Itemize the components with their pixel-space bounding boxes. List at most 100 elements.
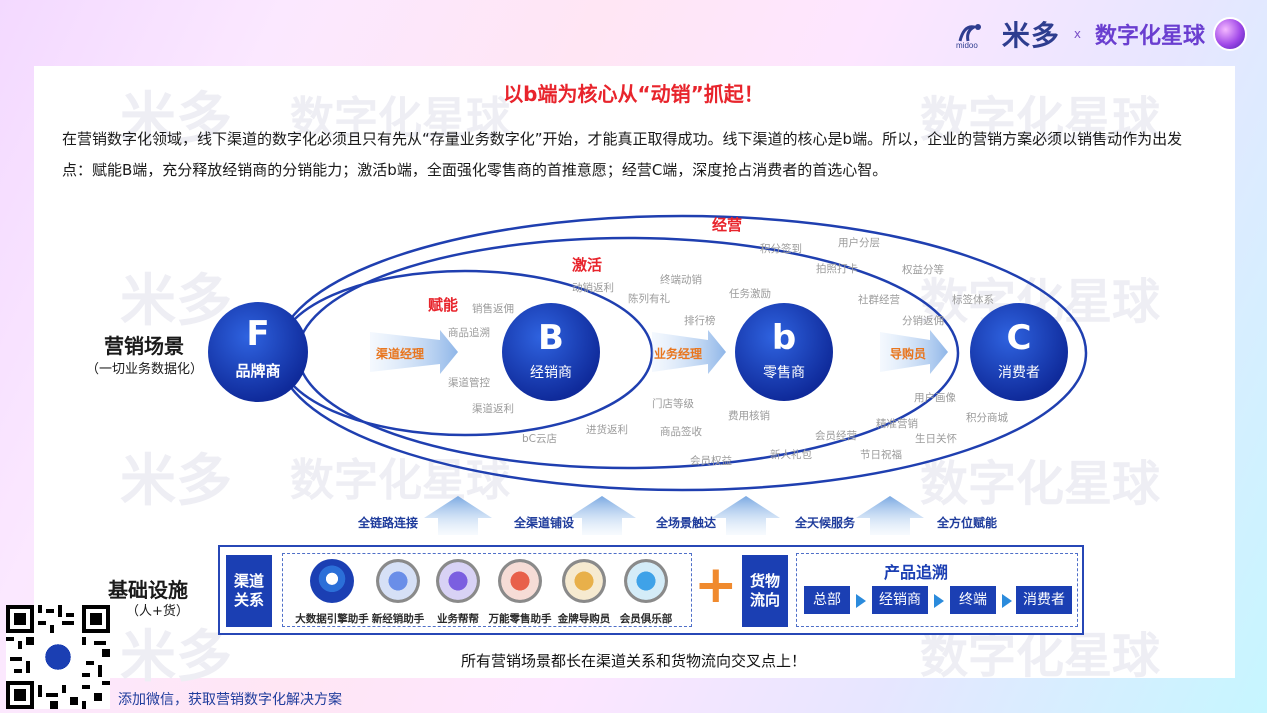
support-arrow (568, 496, 636, 535)
tag: 权益分等 (902, 264, 944, 276)
tag: 会员经营 (815, 430, 857, 442)
arrow-right-icon (934, 594, 944, 608)
watermark-partner: 数字化星球 (290, 455, 510, 506)
tag: 销售返佣 (472, 303, 514, 315)
infrastructure-panel: 渠道关系 大数据引擎助手 新经销助手 业务帮帮 万能零售助手 金牌导购员 会员俱… (218, 545, 1084, 635)
node-brand-circle (208, 302, 308, 402)
brand-header: midoo 米多 x 数字化星球 (954, 14, 1247, 54)
tag: 渠道管控 (448, 377, 490, 389)
app-retail-helper[interactable]: 万能零售助手 (489, 559, 552, 626)
tag: 终端动销 (660, 274, 702, 286)
tag: 积分签到 (760, 243, 802, 255)
watermark-brand: 米多 (120, 269, 232, 334)
watermark-partner: 数字化星球 (920, 92, 1161, 148)
app-label: 会员俱乐部 (619, 613, 673, 625)
brand-cross: x (1073, 27, 1081, 41)
trace-frame (796, 553, 1078, 627)
plus-icon: + (694, 555, 738, 615)
watermark-brand: 米多 (120, 449, 232, 514)
tag: 动销返利 (572, 282, 614, 294)
connector-channel-manager: 渠道经理 (376, 347, 425, 361)
scene-sublabel: （一切业务数据化） (86, 362, 204, 377)
app-member-club[interactable]: 会员俱乐部 (616, 559, 676, 626)
midoo-logo-icon: midoo (956, 24, 981, 49)
trace-step: 经销商 (872, 586, 928, 614)
partner-name: 数字化星球 (1094, 24, 1205, 49)
tag: 费用核销 (728, 410, 770, 422)
support-label: 全链路连接 (358, 516, 419, 530)
support-arrow (712, 496, 780, 535)
page-description: 在营销数字化领域，线下渠道的数字化必须且只有先从“存量业务数字化”开始，才能真正… (62, 130, 1183, 179)
trace-step: 总部 (804, 586, 850, 614)
arrow-right-icon (856, 594, 866, 608)
trace-step: 消费者 (1016, 586, 1072, 614)
planet-icon (1213, 17, 1247, 51)
arrow-bb-c (880, 330, 948, 374)
app-business-help[interactable]: 业务帮帮 (428, 559, 488, 626)
app-icon (376, 559, 420, 603)
tag: 任务激励 (729, 288, 771, 300)
app-icon (562, 559, 606, 603)
page-title: 以b端为核心从“动销”抓起！ (503, 82, 764, 106)
tag: 排行榜 (684, 315, 716, 327)
svg-text:midoo: midoo (956, 41, 978, 49)
tag: 会员权益 (690, 455, 732, 467)
tag: 陈列有礼 (628, 293, 670, 305)
watermark-brand: 米多 (120, 87, 232, 152)
app-label: 金牌导购员 (557, 613, 611, 625)
app-icon (624, 559, 668, 603)
arrow-right-icon (1002, 594, 1012, 608)
tag: 拍照打卡 (816, 263, 858, 275)
app-icon (498, 559, 542, 603)
node-retailer-name: 零售商 (763, 365, 805, 381)
node-distributor-letter: B (538, 318, 564, 358)
node-distributor-circle (502, 303, 600, 401)
trace-step: 终端 (950, 586, 996, 614)
app-label: 万能零售助手 (488, 613, 552, 625)
arrow-b-bb (652, 330, 726, 374)
tag: bC云店 (522, 433, 557, 445)
app-icon (310, 559, 354, 603)
qr-code-icon[interactable] (6, 605, 110, 709)
tag: 节日祝福 (860, 449, 902, 461)
node-distributor-name: 经销商 (530, 365, 572, 381)
bottom-note: 所有营销场景都长在渠道关系和货物流向交叉点上！ (460, 652, 806, 670)
apps-frame (282, 553, 692, 627)
app-new-distributor[interactable]: 新经销助手 (368, 559, 428, 626)
goods-flow-tag: 货物流向 (742, 555, 788, 627)
infra-label: 基础设施 (108, 578, 188, 602)
tag: 新人礼包 (770, 449, 812, 461)
watermark-partner: 数字化星球 (920, 628, 1161, 684)
support-label: 全渠道铺设 (514, 516, 575, 530)
tag: 渠道返利 (472, 403, 514, 415)
tag: 生日关怀 (915, 433, 957, 445)
arrow-f-b (370, 330, 458, 374)
tag: 商品签收 (660, 426, 702, 438)
tag: 用户画像 (914, 392, 956, 404)
support-label: 全天候服务 (795, 516, 856, 530)
app-label: 大数据引擎助手 (295, 613, 369, 625)
tag: 精准营销 (876, 418, 918, 430)
connector-business-manager: 业务经理 (654, 347, 703, 361)
node-brand-letter: F (246, 314, 270, 354)
app-label: 业务帮帮 (437, 613, 479, 625)
node-brand-name: 品牌商 (235, 362, 281, 380)
channel-relation-tag: 渠道关系 (226, 555, 272, 627)
ring-activate-label: 激活 (572, 256, 603, 274)
tag: 门店等级 (652, 398, 694, 410)
ring-operate-label: 经营 (712, 216, 743, 234)
node-consumer-circle (970, 303, 1068, 401)
node-consumer-name: 消费者 (998, 365, 1040, 381)
app-bigdata[interactable]: 大数据引擎助手 (295, 559, 369, 626)
tag: 积分商城 (966, 412, 1008, 424)
brand-name: 米多 (1001, 19, 1060, 52)
footer-cta: 添加微信，获取营销数字化解决方案 (118, 692, 342, 708)
app-label: 新经销助手 (371, 613, 425, 625)
watermark-brand: 米多 (120, 625, 232, 690)
node-retailer-letter: b (771, 318, 797, 358)
scene-label: 营销场景 (104, 334, 184, 358)
tag: 商品追溯 (448, 327, 490, 339)
node-consumer-letter: C (1006, 318, 1032, 358)
app-gold-guide[interactable]: 金牌导购员 (554, 559, 614, 626)
